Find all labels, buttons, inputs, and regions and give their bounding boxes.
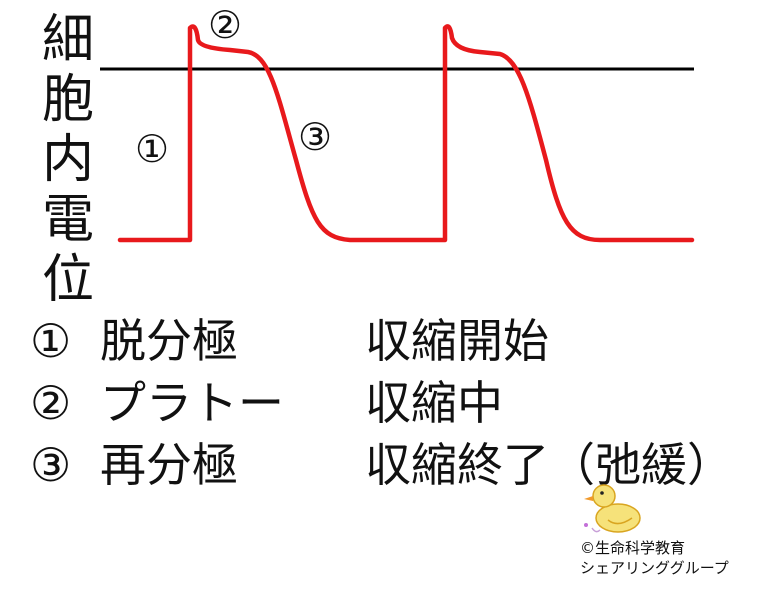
legend-row: ② プラトー 収縮中: [30, 372, 733, 434]
legend-num: ②: [30, 376, 72, 430]
y-label-char: 細: [41, 10, 94, 70]
legend-phase: 再分極: [100, 438, 238, 492]
legend-desc: 収縮終了（弛緩）: [365, 438, 733, 492]
y-axis-label: 細 胞 内 電 位: [38, 10, 98, 310]
credit-text: ©生命科学教育 シェアリンググループ: [580, 538, 729, 578]
y-label-char: 電: [41, 190, 94, 250]
y-label-char: 内: [41, 130, 94, 190]
marker-repolarization: ③: [298, 115, 333, 159]
y-label-char: 位: [41, 250, 94, 310]
marker-depolarization: ①: [135, 127, 170, 171]
credit-line1: ©生命科学教育: [580, 539, 686, 557]
legend-phase: プラトー: [100, 376, 284, 430]
credit-line2: シェアリンググループ: [580, 559, 729, 577]
legend-num: ③: [30, 438, 72, 492]
legend-desc: 収縮中: [365, 376, 503, 430]
duck-mascot-icon: [584, 484, 641, 533]
action-potential-plot: [100, 24, 695, 243]
legend-row: ③ 再分極 収縮終了（弛緩）: [30, 434, 733, 496]
y-label-char: 胞: [41, 70, 94, 130]
action-potential-trace: [117, 24, 695, 243]
legend-num: ①: [30, 314, 72, 368]
legend-desc: 収縮開始: [365, 314, 549, 368]
legend-row: ① 脱分極 収縮開始: [30, 310, 733, 372]
marker-plateau: ②: [208, 3, 243, 47]
phase-legend: ① 脱分極 収縮開始 ② プラトー 収縮中 ③ 再分極 収縮終了（弛緩）: [30, 310, 733, 496]
legend-phase: 脱分極: [100, 314, 238, 368]
